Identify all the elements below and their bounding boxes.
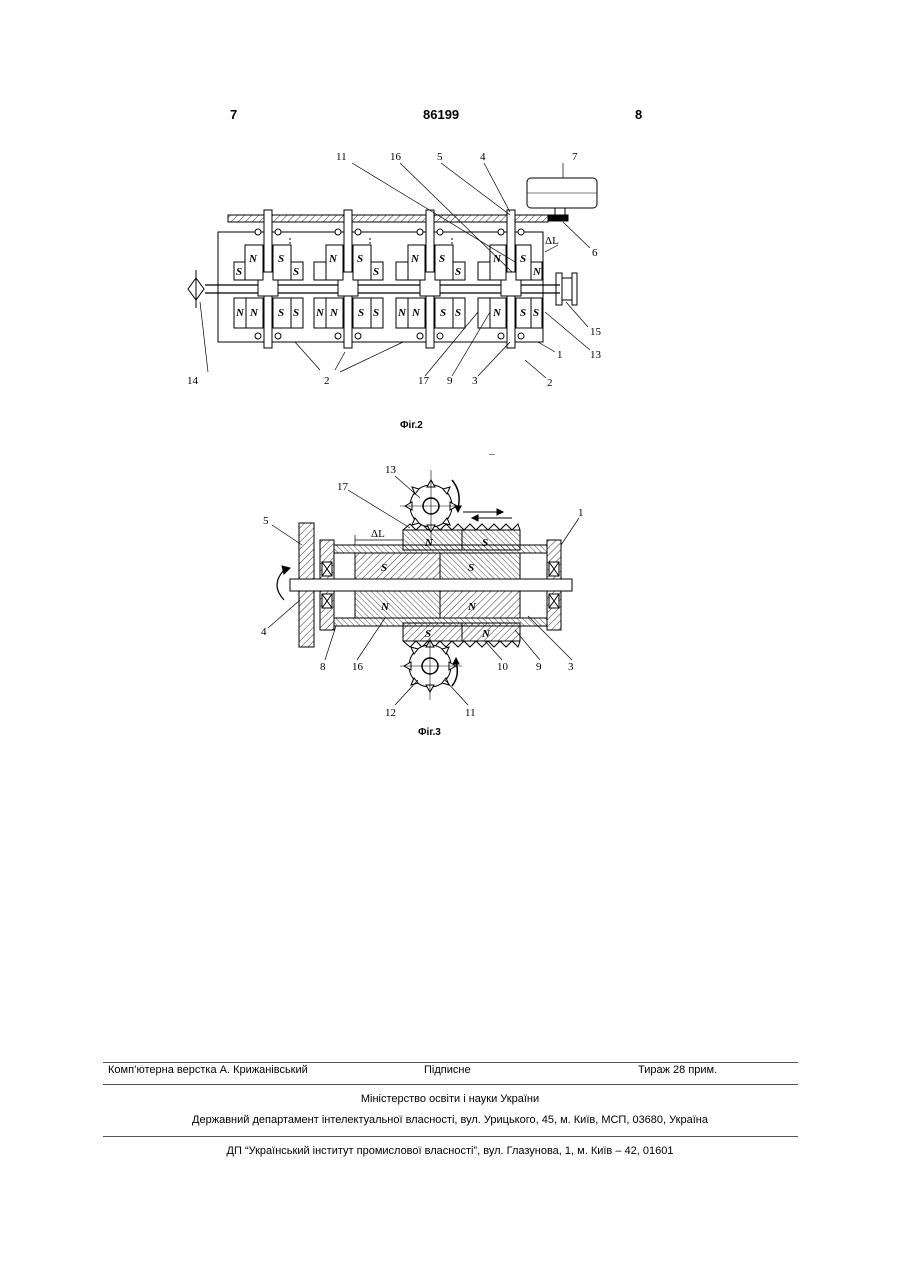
fig2-pole: S xyxy=(358,307,364,319)
fig2-label-9: 9 xyxy=(447,375,453,387)
footer-institute: ДП “Український інститут промислової вла… xyxy=(0,1145,900,1157)
fig3-label-4: 4 xyxy=(261,626,267,638)
page-number-right: 8 xyxy=(635,107,642,122)
page-number-left: 7 xyxy=(230,107,237,122)
fig2-pole: N xyxy=(411,307,421,319)
fig2-label-delta-l: ΔL xyxy=(545,235,559,247)
fig2-pole: N xyxy=(329,307,339,319)
fig2-label-14: 14 xyxy=(187,375,199,387)
footer-layout-credit: Комп’ютерна верстка А. Крижанівський xyxy=(108,1064,308,1076)
fig3-label-1: 1 xyxy=(578,507,584,519)
fig3-pole-mag-top-right: S xyxy=(468,562,474,574)
fig3-label-dash: – xyxy=(488,448,495,460)
figure-3-drawing: N S S S N N S N 13 – 17 5 1 ΔL 4 8 16 10… xyxy=(0,440,900,730)
fig2-label-6: 6 xyxy=(592,247,598,259)
fig2-pole: S xyxy=(373,266,379,278)
fig2-label-16: 16 xyxy=(390,151,402,163)
fig2-pole: N xyxy=(249,307,259,319)
fig3-label-17: 17 xyxy=(337,481,349,493)
footer-department: Державний департамент інтелектуальної вл… xyxy=(0,1114,900,1126)
fig2-label-11: 11 xyxy=(336,151,347,163)
fig3-label-5: 5 xyxy=(263,515,269,527)
fig3-label-10: 10 xyxy=(497,661,509,673)
fig2-label-2b: 2 xyxy=(547,377,553,389)
fig2-pole: S xyxy=(455,266,461,278)
footer-signed: Підписне xyxy=(424,1064,471,1076)
fig2-pole: S xyxy=(236,266,242,278)
fig2-label-4: 4 xyxy=(480,151,486,163)
fig2-pole: N xyxy=(492,307,502,319)
fig2-label-13: 13 xyxy=(590,349,602,361)
fig3-pole-rack-bot-right: N xyxy=(481,628,491,640)
fig2-pole: S xyxy=(373,307,379,319)
fig3-label-9: 9 xyxy=(536,661,542,673)
figure-3-caption: Фіг.3 xyxy=(418,727,441,738)
fig3-pole-rack-bot-left: S xyxy=(425,628,431,640)
fig3-pole-mag-bot-left: N xyxy=(380,601,390,613)
fig2-label-3: 3 xyxy=(472,375,478,387)
fig2-pole: N xyxy=(235,307,245,319)
fig2-pole: S xyxy=(439,253,445,265)
fig2-pole: N xyxy=(315,307,325,319)
fig2-label-17: 17 xyxy=(418,375,430,387)
fig3-label-delta-l: ΔL xyxy=(371,528,385,540)
fig2-pole: N xyxy=(328,253,338,265)
fig2-pole: S xyxy=(520,307,526,319)
fig3-label-3: 3 xyxy=(568,661,574,673)
fig2-pole: S xyxy=(293,266,299,278)
footer-rule-top xyxy=(103,1062,798,1063)
fig2-pole: N xyxy=(532,266,542,278)
fig3-pole-rack-top-right: S xyxy=(482,537,488,549)
fig3-pole-rack-top-left: N xyxy=(424,537,434,549)
fig2-label-1: 1 xyxy=(557,349,563,361)
fig2-pole: S xyxy=(455,307,461,319)
fig2-pole: N xyxy=(410,253,420,265)
fig3-pole-mag-top-left: S xyxy=(381,562,387,574)
fig2-pole: S xyxy=(278,253,284,265)
fig3-label-11: 11 xyxy=(465,707,476,719)
fig2-pole: S xyxy=(533,307,539,319)
figure-2-caption: Фіг.2 xyxy=(400,420,423,431)
fig2-pole: N xyxy=(492,253,502,265)
fig2-pole: N xyxy=(397,307,407,319)
fig2-pole: S xyxy=(293,307,299,319)
footer-ministry: Міністерство освіти і науки України xyxy=(0,1093,900,1105)
fig2-pole: N xyxy=(248,253,258,265)
fig3-label-8: 8 xyxy=(320,661,326,673)
footer-rule-middle xyxy=(103,1084,798,1085)
fig2-pole: S xyxy=(520,253,526,265)
fig2-label-15: 15 xyxy=(590,326,602,338)
fig2-label-2a: 2 xyxy=(324,375,330,387)
figure-2-drawing: S N S S N S S N S S N S N N N S S N N S … xyxy=(0,140,900,400)
fig3-pole-mag-bot-right: N xyxy=(467,601,477,613)
fig3-label-13: 13 xyxy=(385,464,397,476)
patent-number: 86199 xyxy=(423,107,459,122)
footer-circulation: Тираж 28 прим. xyxy=(638,1064,717,1076)
fig2-label-7: 7 xyxy=(572,151,578,163)
fig2-label-5: 5 xyxy=(437,151,443,163)
fig3-label-16: 16 xyxy=(352,661,364,673)
fig2-pole: S xyxy=(357,253,363,265)
fig2-pole: S xyxy=(278,307,284,319)
footer-rule-bottom xyxy=(103,1136,798,1137)
fig2-pole: S xyxy=(440,307,446,319)
fig3-label-12: 12 xyxy=(385,707,396,719)
